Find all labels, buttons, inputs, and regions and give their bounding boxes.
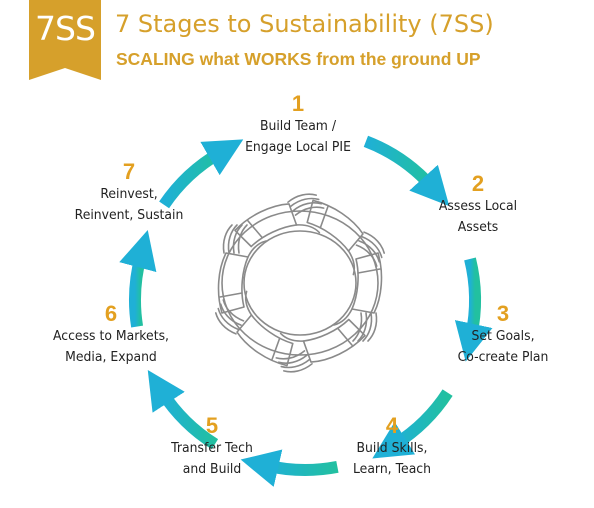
stage-label-line2: and Build [182, 461, 242, 477]
badge: 7SS [29, 0, 101, 80]
stage-1: 1 Build Team / Engage Local PIE [218, 92, 378, 158]
cycle-arrow-4 [240, 449, 339, 487]
badge-label: 7SS [35, 9, 96, 48]
stage-6: 6 Access to Markets, Media, Expand [36, 302, 186, 368]
page-subtitle: SCALING what WORKS from the ground UP [116, 49, 481, 69]
stage-3: 3 Set Goals, Co-create Plan [428, 302, 578, 368]
stage-4: 4 Build Skills, Learn, Teach [322, 414, 462, 480]
stage-number: 7 [122, 159, 136, 184]
ribbon-icon [29, 0, 101, 80]
stage-label-line1: Reinvest, [100, 186, 158, 202]
stage-label-line1: Assess Local [438, 198, 518, 214]
stage-label-line2: Learn, Teach [352, 461, 432, 477]
stage-label-line2: Media, Expand [65, 349, 157, 365]
stage-label-line1: Access to Markets, [52, 328, 170, 344]
stage-2: 2 Assess Local Assets [408, 172, 548, 238]
page-title: 7 Stages to Sustainability (7SS) [115, 10, 494, 38]
stage-label-line1: Build Skills, [356, 440, 428, 456]
cycle-arrow-2 [454, 257, 493, 362]
stage-label-line1: Set Goals, [471, 328, 535, 344]
stage-label-line2: Assets [457, 219, 499, 235]
stage-label-line2: Reinvent, Sustain [74, 207, 184, 223]
cycle-arrow-1 [363, 135, 450, 207]
stage-number: 2 [471, 171, 485, 196]
stage-label-line2: Engage Local PIE [245, 139, 351, 155]
stage-number: 6 [104, 301, 118, 326]
stage-number: 4 [385, 413, 399, 438]
stage-number: 3 [496, 301, 510, 326]
stage-label-line1: Transfer Tech [171, 440, 253, 456]
cycle-arrow-5 [147, 370, 219, 450]
stage-7: 7 Reinvest, Reinvent, Sustain [54, 160, 204, 226]
cycle-arrow-6 [119, 230, 157, 328]
cycle-arrow-7 [159, 139, 244, 209]
stage-5: 5 Transfer Tech and Build [142, 414, 282, 480]
stage-number: 1 [291, 91, 305, 116]
stage-label-line1: Build Team / [259, 118, 337, 134]
stage-label-line2: Co-create Plan [457, 349, 549, 365]
stage-number: 5 [205, 413, 219, 438]
cycle-arrow-3 [372, 389, 453, 459]
